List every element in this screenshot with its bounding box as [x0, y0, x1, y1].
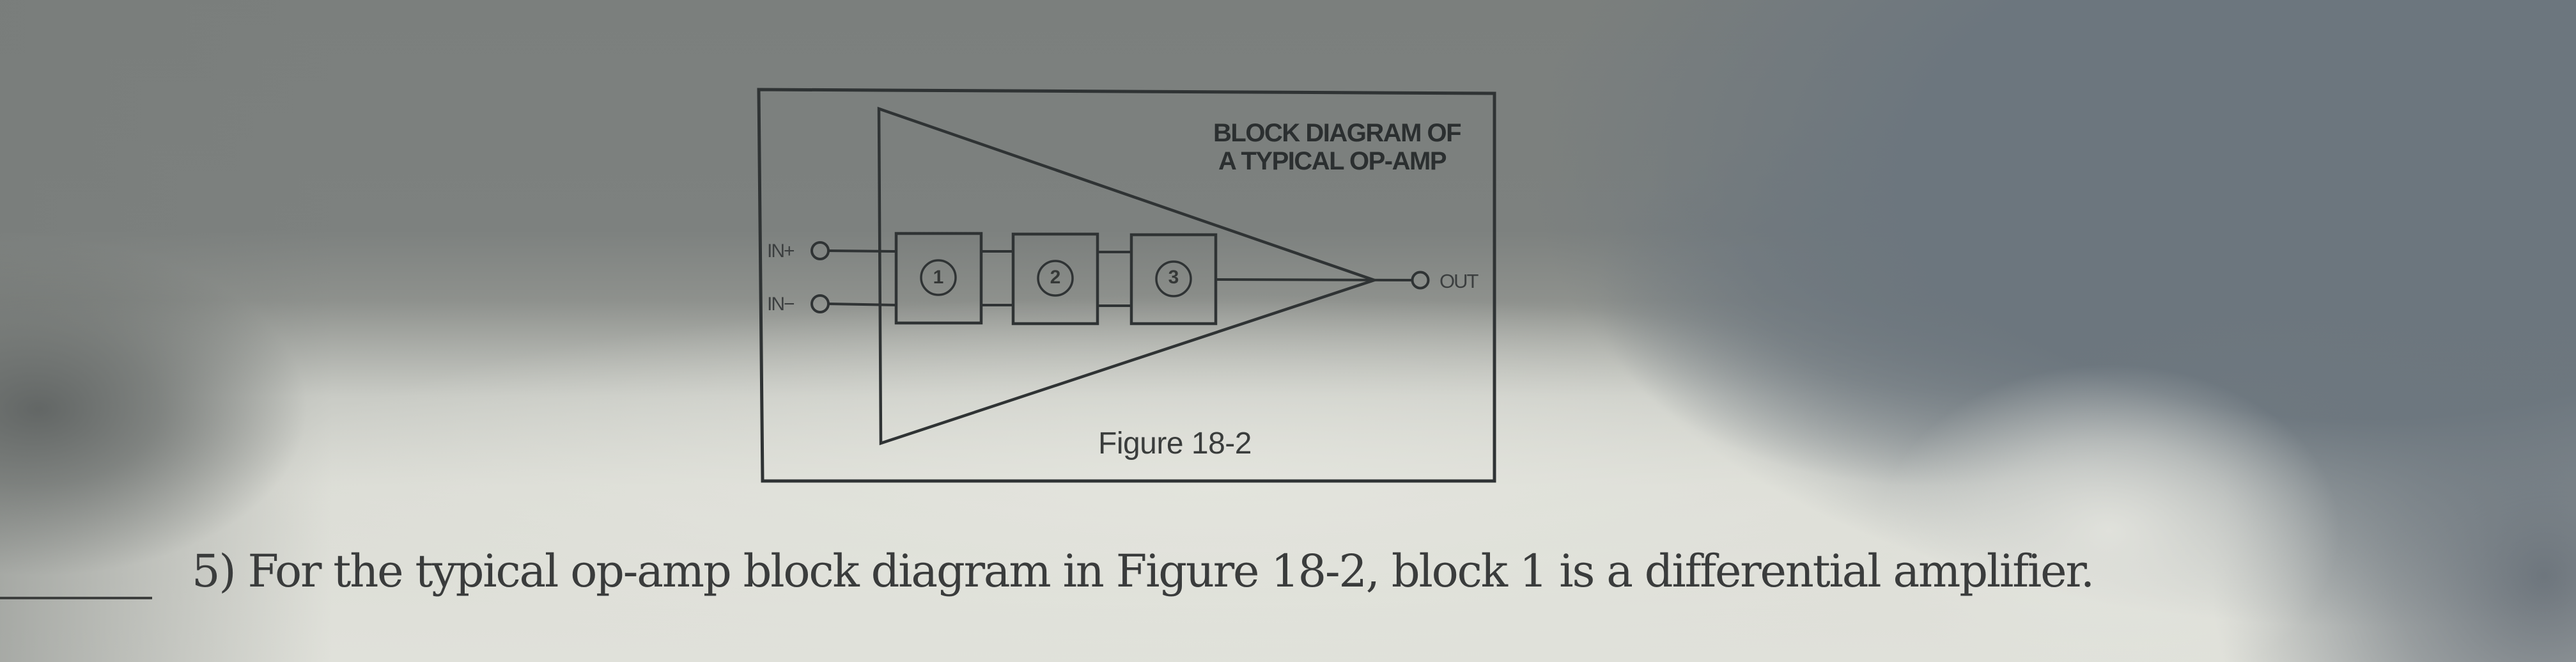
- in-minus-lead: [827, 302, 898, 307]
- figure-caption: Figure 18-2: [1098, 427, 1252, 461]
- figure-title-line-2: A TYPICAL OP-AMP: [1218, 147, 1447, 175]
- out-label: OUT: [1439, 270, 1478, 292]
- block-1-number: 1: [933, 267, 944, 288]
- block-3-number-circle-icon: [1155, 260, 1192, 297]
- in-plus-label: IN+: [767, 240, 795, 262]
- block-2: [1011, 232, 1099, 326]
- block-3-number: 3: [1168, 267, 1179, 288]
- out-terminal-icon: [1411, 271, 1430, 290]
- block-1: [894, 232, 983, 325]
- block-2-number-circle-icon: [1037, 260, 1074, 297]
- in-plus-terminal-icon: [811, 241, 830, 260]
- in-minus-terminal-icon: [811, 294, 830, 313]
- amplifier-triangle: [877, 106, 1379, 446]
- block-2-number: 2: [1050, 267, 1061, 288]
- question-5-text: 5) For the typical op-amp block diagram …: [192, 545, 2095, 597]
- figure-frame: [757, 88, 1496, 483]
- in-minus-label: IN−: [767, 294, 795, 315]
- answer-blank-line[interactable]: [0, 597, 152, 599]
- figure-title-line-1: BLOCK DIAGRAM OF: [1213, 119, 1462, 147]
- figure-title: BLOCK DIAGRAM OF A TYPICAL OP-AMP: [1213, 119, 1462, 175]
- block-1-number-circle-icon: [920, 259, 957, 296]
